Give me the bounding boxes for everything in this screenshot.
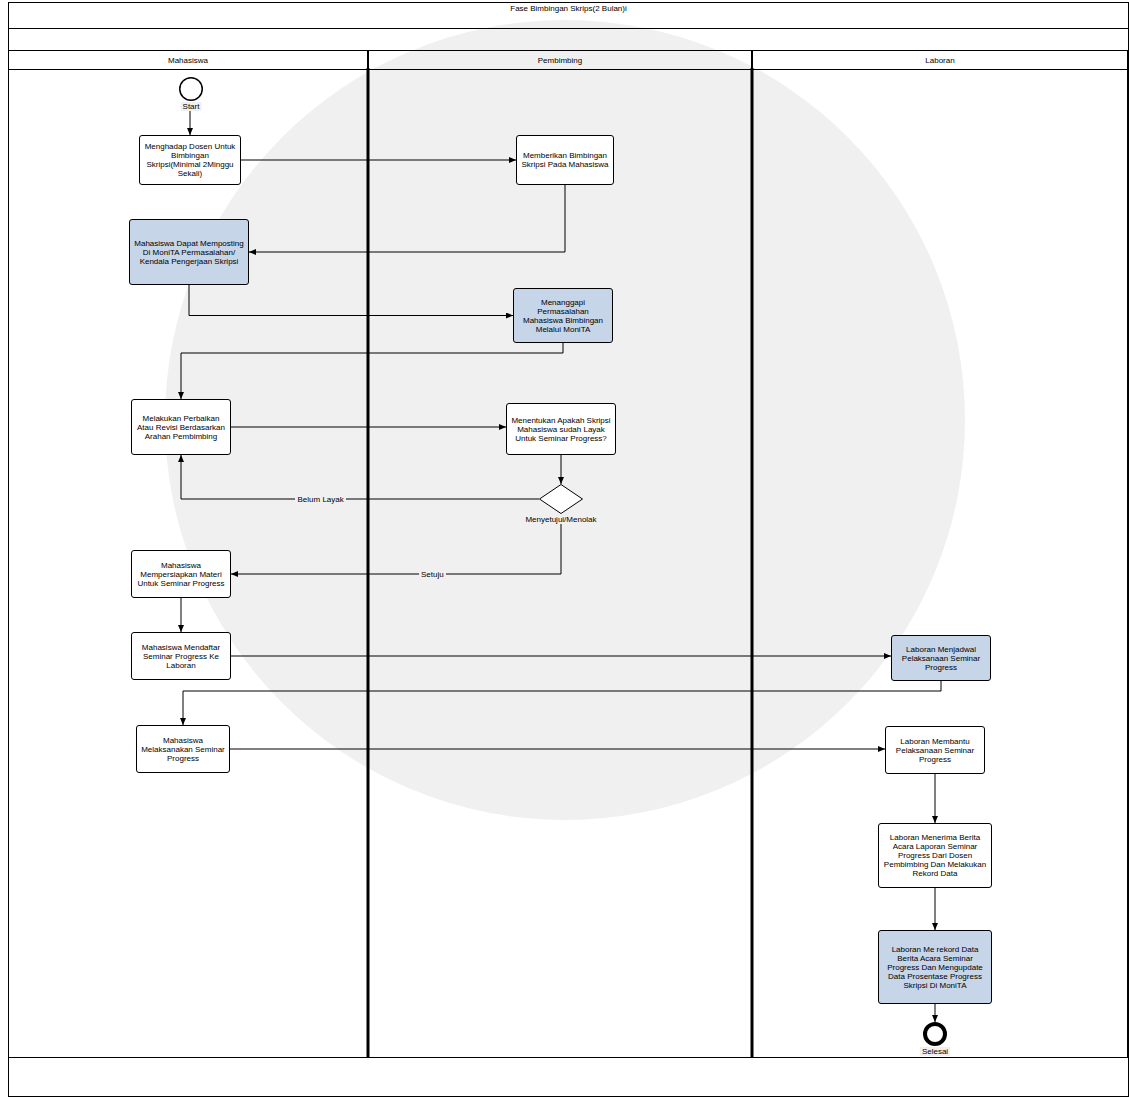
lane-header: Pembimbing (369, 51, 751, 70)
edge-label: Setuju (419, 570, 446, 579)
lane-header: Mahasiswa (9, 51, 367, 70)
pool-frame (9, 3, 1129, 1097)
process-label: Laboran Membantu Pelaksanaan Seminar Pro… (890, 737, 980, 764)
connector (181, 598, 182, 632)
circle-outline (180, 78, 203, 101)
process-box: Mahasiswa Dapat Memposting Di MoniTA Per… (129, 219, 249, 285)
swimlane: MahasiswaStartMenghadap Dosen Untuk Bimb… (8, 50, 368, 1058)
connector (231, 524, 561, 574)
process-box: Mahasiswa Mempersiapkan Materi Untuk Sem… (131, 550, 231, 598)
shape-caption: Start (181, 102, 202, 111)
event-circle (923, 1022, 947, 1046)
box-text: Melakukan Perbaikan Atau Revisi Berdasar… (136, 414, 226, 441)
process-box: Laboran Membantu Pelaksanaan Seminar Pro… (885, 726, 985, 774)
box-text: Menentukan Apakah Skripsi Mahasiswa suda… (511, 416, 611, 443)
swimlane: PembimbingMemberikan Bimbingan Skripsi P… (368, 50, 752, 1058)
connector (935, 774, 936, 823)
process-label: Mahasiswa Mempersiapkan Materi Untuk Sem… (136, 561, 226, 588)
process-box: Laboran Menerima Berita Acara Laporan Se… (878, 823, 992, 888)
diagram-title: Fase Bimbingan Skrips(2 Bulan)i (8, 4, 1129, 13)
connector (230, 749, 885, 750)
event-circle (179, 77, 203, 101)
connector (249, 185, 565, 252)
shape-caption: Selesai (920, 1047, 950, 1056)
process-label: Memberikan Bimbingan Skripsi Pada Mahasi… (521, 151, 609, 169)
process-label: Laboran Menerima Berita Acara Laporan Se… (883, 833, 987, 878)
box-text: Laboran Me rekord Data Berita Acara Semi… (883, 945, 987, 990)
process-box: Mahasiswa Melaksanakan Seminar Progress (136, 725, 230, 773)
box-text: Menanggapi Permasalahan Mahasiswa Bimbin… (518, 298, 608, 334)
box-text: Laboran Menjadwal Pelaksanaan Seminar Pr… (896, 645, 986, 672)
connector (935, 1004, 936, 1022)
lane-title: Laboran (925, 56, 954, 65)
lane-title: Mahasiswa (168, 56, 208, 65)
process-label: Menanggapi Permasalahan Mahasiswa Bimbin… (518, 298, 608, 334)
connector (190, 111, 191, 135)
connector (181, 343, 563, 399)
process-box: Melakukan Perbaikan Atau Revisi Berdasar… (131, 399, 231, 455)
lane-header: Laboran (753, 51, 1127, 70)
end-event: Selesai (923, 1022, 947, 1046)
box-text: Mahasiswa Melaksanakan Seminar Progress (141, 736, 225, 763)
decision-diamond: Menyetujui/Menolak (539, 484, 583, 514)
box-text: Menghadap Dosen Untuk Bimbingan Skripsi(… (144, 142, 236, 178)
box-text: Mahasiswa Mempersiapkan Materi Untuk Sem… (136, 561, 226, 588)
process-label: Melakukan Perbaikan Atau Revisi Berdasar… (136, 414, 226, 441)
process-box: Memberikan Bimbingan Skripsi Pada Mahasi… (516, 135, 614, 185)
process-label: Menghadap Dosen Untuk Bimbingan Skripsi(… (144, 142, 236, 178)
process-box: Menanggapi Permasalahan Mahasiswa Bimbin… (513, 288, 613, 343)
box-text: Laboran Menerima Berita Acara Laporan Se… (883, 833, 987, 878)
process-box: Laboran Me rekord Data Berita Acara Semi… (878, 930, 992, 1004)
connector (183, 681, 941, 725)
lane-title: Pembimbing (538, 56, 582, 65)
process-label: Laboran Menjadwal Pelaksanaan Seminar Pr… (896, 645, 986, 672)
box-text: Laboran Membantu Pelaksanaan Seminar Pro… (890, 737, 980, 764)
circle-outline (925, 1024, 945, 1044)
diamond-outline (540, 485, 583, 514)
swimlane: LaboranLaboran Menjadwal Pelaksanaan Sem… (752, 50, 1128, 1058)
connector (231, 656, 891, 657)
diamond-shape (539, 484, 583, 514)
box-text: Mahasiswa Mendaftar Seminar Progress Ke … (136, 643, 226, 670)
connector (935, 888, 936, 930)
process-box: Laboran Menjadwal Pelaksanaan Seminar Pr… (891, 635, 991, 681)
box-text: Mahasiswa Dapat Memposting Di MoniTA Per… (134, 239, 244, 266)
process-box: Menghadap Dosen Untuk Bimbingan Skripsi(… (139, 135, 241, 185)
connector (181, 455, 539, 499)
connector (241, 160, 516, 161)
box-text: Memberikan Bimbingan Skripsi Pada Mahasi… (521, 151, 609, 169)
process-box: Mahasiswa Mendaftar Seminar Progress Ke … (131, 632, 231, 680)
connector (561, 455, 562, 484)
watermark-circle (165, 20, 965, 820)
process-label: Mahasiswa Mendaftar Seminar Progress Ke … (136, 643, 226, 670)
shape-caption: Menyetujui/Menolak (523, 515, 598, 524)
process-label: Menentukan Apakah Skripsi Mahasiswa suda… (511, 416, 611, 443)
start-event: Start (179, 77, 203, 101)
process-label: Mahasiswa Dapat Memposting Di MoniTA Per… (134, 239, 244, 266)
process-box: Menentukan Apakah Skripsi Mahasiswa suda… (506, 403, 616, 455)
title-band: Fase Bimbingan Skrips(2 Bulan)i (8, 4, 1129, 13)
process-label: Laboran Me rekord Data Berita Acara Semi… (883, 945, 987, 990)
process-label: Mahasiswa Melaksanakan Seminar Progress (141, 736, 225, 763)
title-rule (8, 28, 1129, 29)
connector (189, 285, 513, 316)
edge-label: Belum Layak (295, 495, 345, 504)
